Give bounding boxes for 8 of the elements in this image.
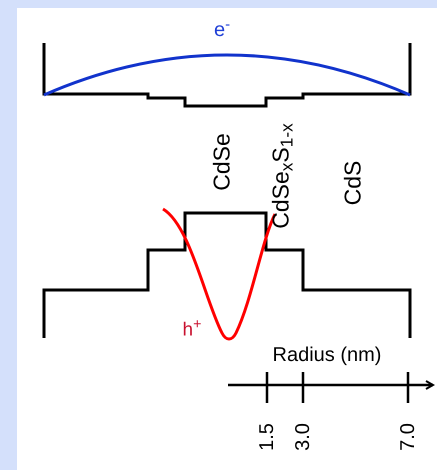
outer-shell-label: CdS	[342, 160, 364, 206]
core-material-label: CdSe	[210, 133, 234, 191]
tick-label: 7.0	[398, 423, 418, 451]
electron-label: e$^{-}$	[214, 20, 230, 40]
axis-title: Radius (nm)	[272, 345, 382, 365]
tick-label: 3.0	[293, 423, 313, 451]
hole-label: h$^{+}$	[182, 320, 202, 340]
tick-label: 1.5	[257, 423, 277, 451]
